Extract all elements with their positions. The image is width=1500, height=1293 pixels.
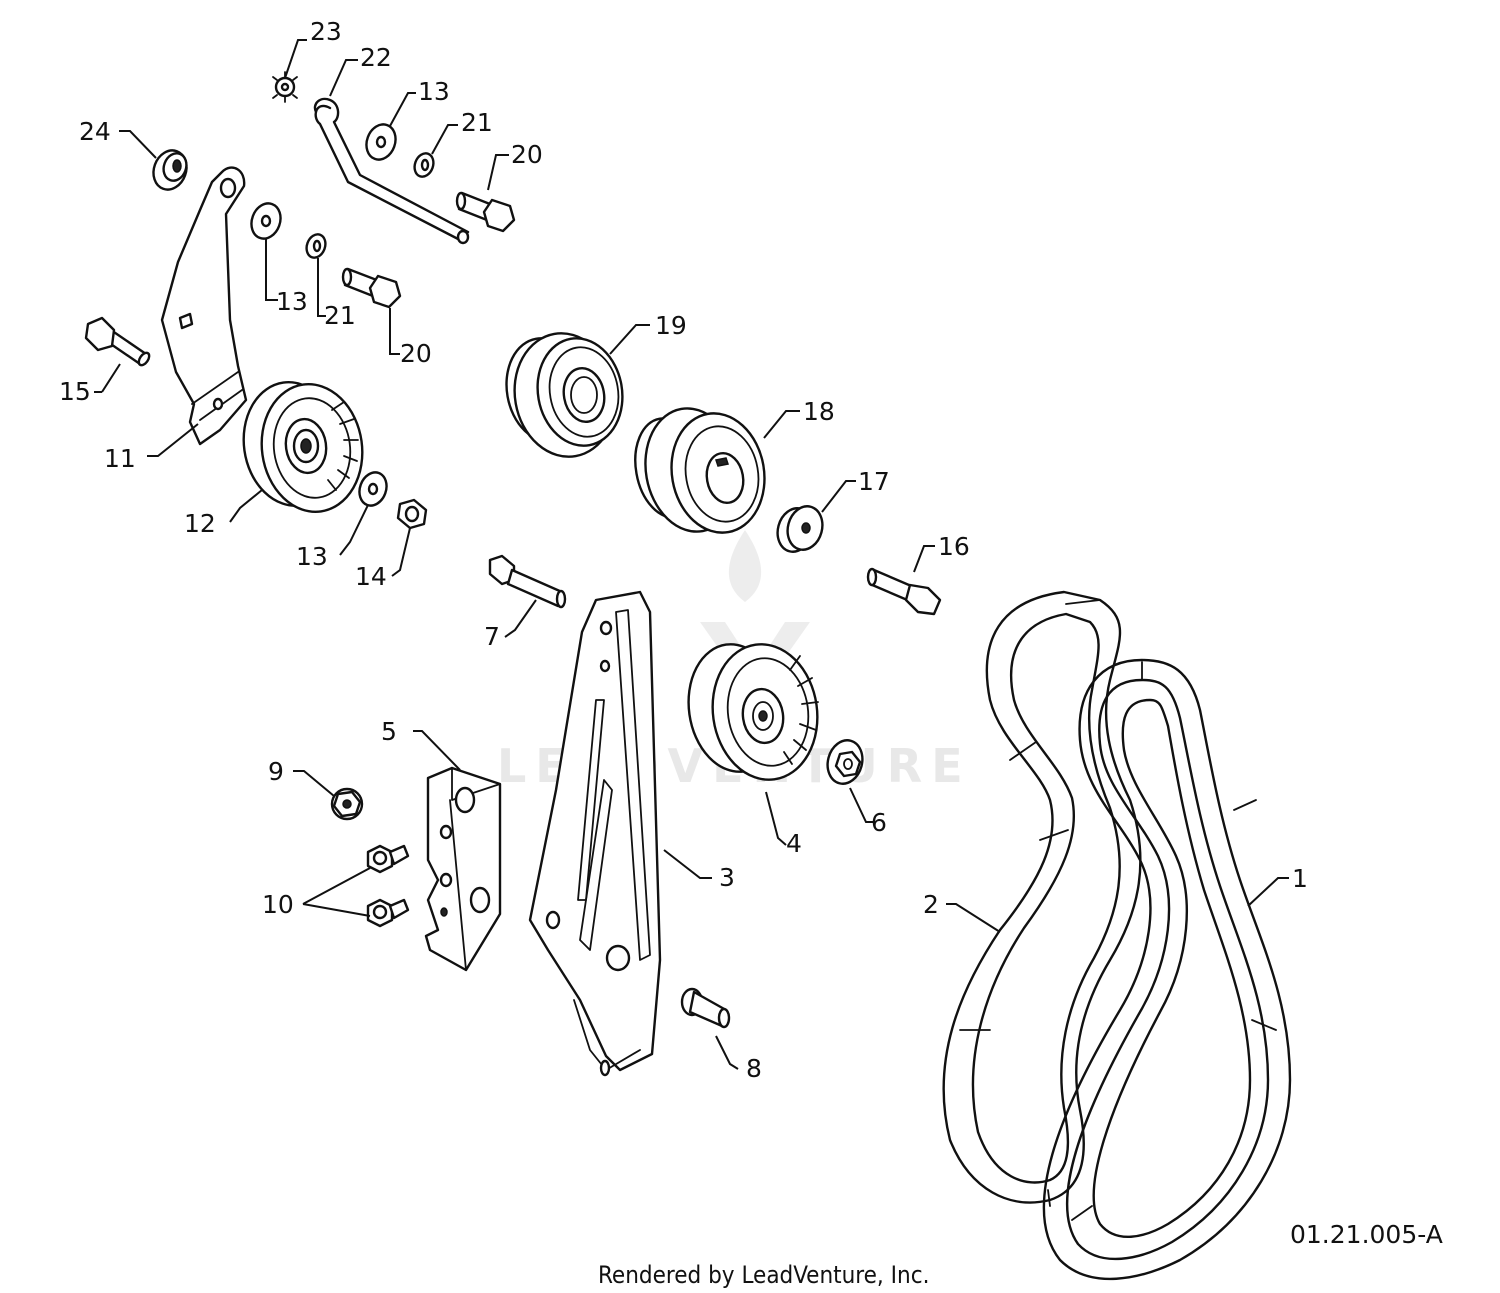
hex-bolt-15[interactable] <box>84 316 151 367</box>
hex-bolt-10b[interactable] <box>366 898 410 928</box>
flat-washer-13a[interactable] <box>362 120 401 163</box>
label-13-mid: 13 <box>276 287 308 316</box>
label-21-mid: 21 <box>324 301 356 330</box>
shoulder-bolt-8[interactable] <box>680 987 731 1029</box>
spacer-17[interactable] <box>773 502 827 555</box>
label-14: 14 <box>355 562 387 591</box>
bracket-3[interactable] <box>528 590 662 1077</box>
callout-labels: 23 22 13 21 20 24 13 21 20 15 11 12 13 1… <box>59 17 1308 1083</box>
label-3: 3 <box>719 863 735 892</box>
label-20-top: 20 <box>511 140 543 169</box>
hex-bolt-16[interactable] <box>866 567 942 616</box>
flange-nut-6[interactable] <box>823 736 867 787</box>
label-19: 19 <box>655 311 687 340</box>
leader-lines <box>94 39 1289 1070</box>
plate-5[interactable] <box>424 766 502 972</box>
flat-washer-13c[interactable] <box>355 469 391 510</box>
pulley-19[interactable] <box>499 325 631 464</box>
label-7: 7 <box>484 622 500 651</box>
v-belt-2[interactable] <box>942 590 1142 1207</box>
label-10: 10 <box>262 890 294 919</box>
hex-bolt-20b[interactable] <box>341 267 402 309</box>
v-belt-1[interactable] <box>1042 658 1292 1281</box>
label-18: 18 <box>803 397 835 426</box>
label-13-top: 13 <box>418 77 450 106</box>
bushing-24[interactable] <box>148 146 192 195</box>
label-1: 1 <box>1292 864 1308 893</box>
star-washer-23[interactable] <box>272 71 298 103</box>
label-15: 15 <box>59 377 91 406</box>
lock-washer-21a[interactable] <box>411 151 436 180</box>
label-13-low: 13 <box>296 542 328 571</box>
label-16: 16 <box>938 532 970 561</box>
label-23: 23 <box>310 17 342 46</box>
hex-bolt-7[interactable] <box>488 554 567 609</box>
label-4: 4 <box>786 829 802 858</box>
lock-washer-21b[interactable] <box>303 232 328 261</box>
idler-pulley-12[interactable] <box>236 376 371 518</box>
hex-bolt-10a[interactable] <box>366 844 410 874</box>
label-8: 8 <box>746 1054 762 1083</box>
diagram-code: 01.21.005-A <box>1290 1220 1443 1249</box>
footer-credit: Rendered by LeadVenture, Inc. <box>598 1261 929 1289</box>
label-5: 5 <box>381 717 397 746</box>
label-11: 11 <box>104 444 136 473</box>
label-17: 17 <box>858 467 890 496</box>
hex-bolt-20a[interactable] <box>455 191 516 233</box>
label-22: 22 <box>360 43 392 72</box>
flat-washer-13b[interactable] <box>247 199 286 242</box>
label-6: 6 <box>871 808 887 837</box>
label-20-mid: 20 <box>400 339 432 368</box>
label-2: 2 <box>923 890 939 919</box>
label-9: 9 <box>268 757 284 786</box>
label-12: 12 <box>184 509 216 538</box>
flange-nut-9[interactable] <box>330 787 364 821</box>
idler-arm-11[interactable] <box>160 166 248 446</box>
hex-nut-14[interactable] <box>396 498 428 530</box>
pulley-18[interactable] <box>628 401 774 540</box>
label-21-top: 21 <box>461 108 493 137</box>
label-24: 24 <box>79 117 111 146</box>
idler-pulley-4[interactable] <box>681 637 826 786</box>
rod-22[interactable] <box>313 97 470 245</box>
